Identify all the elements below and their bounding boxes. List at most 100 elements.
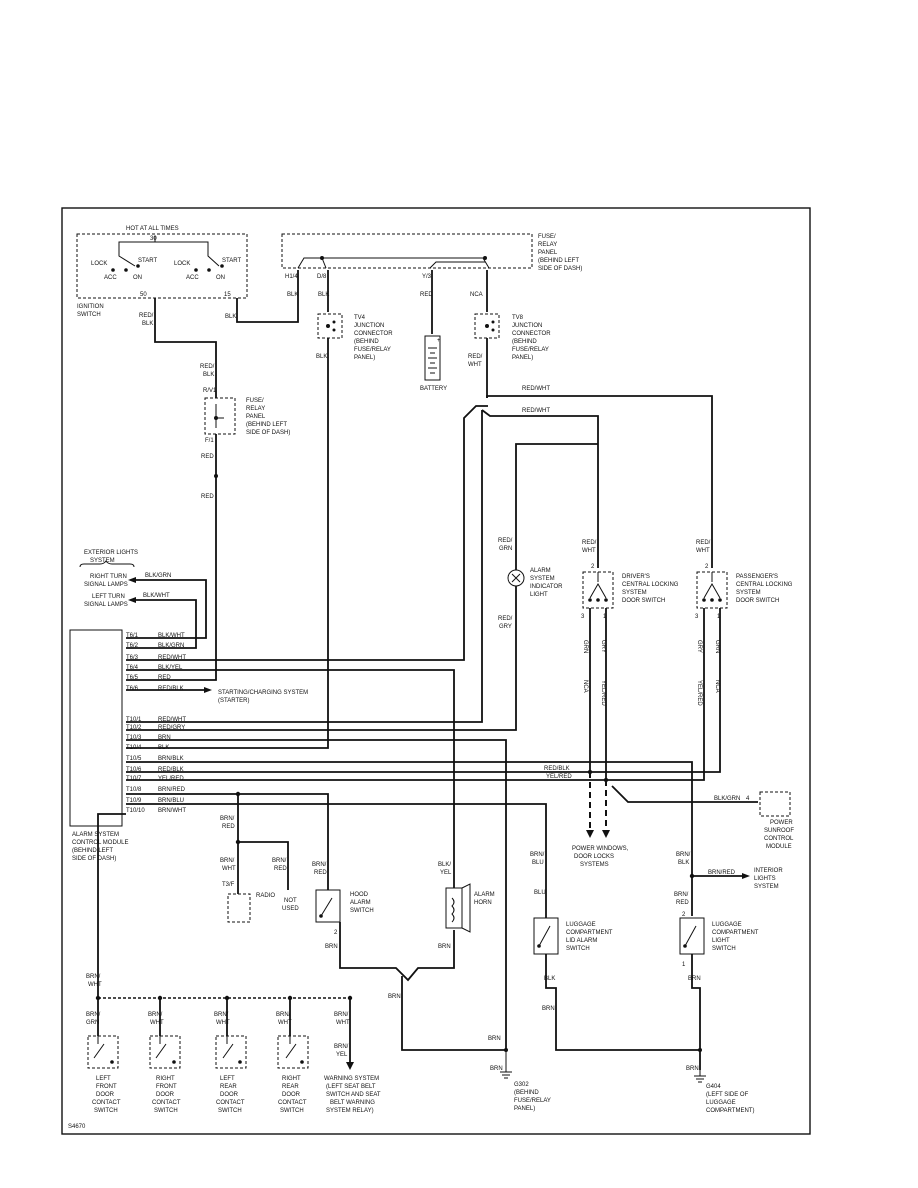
wire-label: WHT [582,548,596,554]
wire-label: PASSENGER'S [736,574,778,580]
wire-label: D/8 [317,274,327,280]
wire-label: RED/ [468,354,483,360]
wire-label: BLK [203,372,214,378]
wire-label: RED/WHT [158,655,186,661]
wire-label: NOT [284,898,297,904]
wire-label: CONNECTOR [512,331,551,337]
wire-label: POWER [770,820,793,826]
wire-label: SIDE OF DASH) [538,266,582,272]
wire-label: BRN/ [334,1044,349,1050]
wire-label: BRN/RED [708,870,736,876]
wire-label: GRN [582,640,588,653]
wire-label: BLK [316,354,327,360]
wire-label: CONTACT [92,1100,121,1106]
wire-label: SIDE OF DASH) [246,430,290,436]
wire-label: FUSE/RELAY [512,347,549,353]
wire-label: PANEL [538,250,558,256]
wire-label: RED/GRY [158,725,185,731]
wire-label: BRN [488,1036,501,1042]
wire-label: RED [201,494,214,500]
wire-label: BLK/WHT [158,633,185,639]
wire-label: GRN [499,546,512,552]
wire-label: BLK [287,292,298,298]
wire-label: LUGGAGE [712,922,742,928]
wire-label: INTERIOR [754,868,783,874]
wire-label: SWITCH AND SEAT [326,1092,381,1098]
wire-label: (BEHIND [514,1090,539,1096]
wire-label: BLU [532,860,544,866]
wire-label: BRN/ [148,1012,163,1018]
wire-label: ON [133,275,142,281]
wire-label: BELT WARNING [330,1100,375,1106]
wire-label: BLK [544,976,555,982]
wire-label: START [222,258,241,264]
wire-label: RED/ [498,538,513,544]
wire-label: WARNING SYSTEM [324,1076,379,1082]
wire-label: WHT [278,1020,292,1026]
wire-label: BRN [490,1066,503,1072]
wire-label: T10/10 [126,808,145,814]
wire-label: WHT [336,1020,350,1026]
wire-label: Y/3 [422,274,432,280]
wire-label: EXTERIOR LIGHTS [84,550,138,556]
wire-label: LUGGAGE [566,922,596,928]
wire-label: SWITCH [566,946,590,952]
wire-label: (BEHIND LEFT [246,422,287,428]
wire-label: SIDE OF DASH) [72,856,116,862]
wire-label: SIGNAL LAMPS [84,602,128,608]
exterior-lights-system: EXTERIOR LIGHTS SYSTEM RIGHT TURN SIGNAL… [79,550,171,608]
wire-label: IGNITION [77,304,104,310]
wire-label: BLK/GRN [158,643,184,649]
wire-label: T10/5 [126,756,142,762]
wire-label: RED [222,824,235,830]
wire-label: WHT [150,1020,164,1026]
wire-label: TV4 [354,315,366,321]
wire-label: T6/2 [126,643,139,649]
wire-label: CENTRAL LOCKING [736,582,793,588]
wire-label: SWITCH [154,1108,178,1114]
wire-label: 50 [140,292,147,298]
wire-label: DOOR [96,1092,115,1098]
wire-label: CENTRAL LOCKING [622,582,679,588]
wire-label: FUSE/ [538,234,556,240]
wire-label: RED/ [139,313,154,319]
wire-label: PANEL) [354,355,375,361]
wire-label: G404 [706,1084,721,1090]
wire-label: SYSTEM RELAY) [326,1108,374,1114]
wire-label: BRN [686,1066,699,1072]
wire-label: T6/5 [126,675,139,681]
wire-label: LIGHTS [754,876,776,882]
wire-label: LIGHT [530,592,548,598]
wire-label: RED/ [582,540,597,546]
wire-label: BLK [142,321,153,327]
wire-label: PANEL) [512,355,533,361]
wire-label: 4 [746,796,750,802]
wire-label: ACC [186,275,199,281]
wire-label: GRN [86,1020,99,1026]
drivers-central-locking-switch: RED/ WHT 2 DRIVER'S CENTRAL LOCKING SYST… [581,540,679,706]
wire-label: INDICATOR [530,584,563,590]
wire-label: BRN [325,944,338,950]
wire-label: RED/BLK [544,766,570,772]
wire-label: GRN [714,640,720,653]
wire-label: SYSTEM [90,558,115,564]
wire-label: (BEHIND LEFT [538,258,579,264]
wire-label: BRN [542,1006,555,1012]
wire-label: SYSTEM [530,576,555,582]
wire-label: DOOR SWITCH [736,598,779,604]
wire-label: CONTROL MODULE [72,840,128,846]
wire-label: (LEFT SIDE OF [706,1092,749,1098]
wire-label: 2 [334,930,338,936]
wire-label: 15 [224,292,231,298]
wire-label: PANEL) [514,1106,535,1112]
luggage-compartment-light-switch: BRN/ BLK BRN/ RED 2 1 LUGGAGE COMPARTMEN… [674,852,759,982]
wire-label: 2 [682,912,686,918]
wire-label: 1 [682,962,686,968]
wire-label: COMPARTMENT [712,930,759,936]
wire-label: SWITCH [94,1108,118,1114]
wire-label: BRN/ [312,862,327,868]
wire-label: RIGHT [282,1076,301,1082]
junction-connector-tv8: TV8 JUNCTION CONNECTOR (BEHIND FUSE/RELA… [468,313,551,368]
wire-label: YEL [440,870,452,876]
